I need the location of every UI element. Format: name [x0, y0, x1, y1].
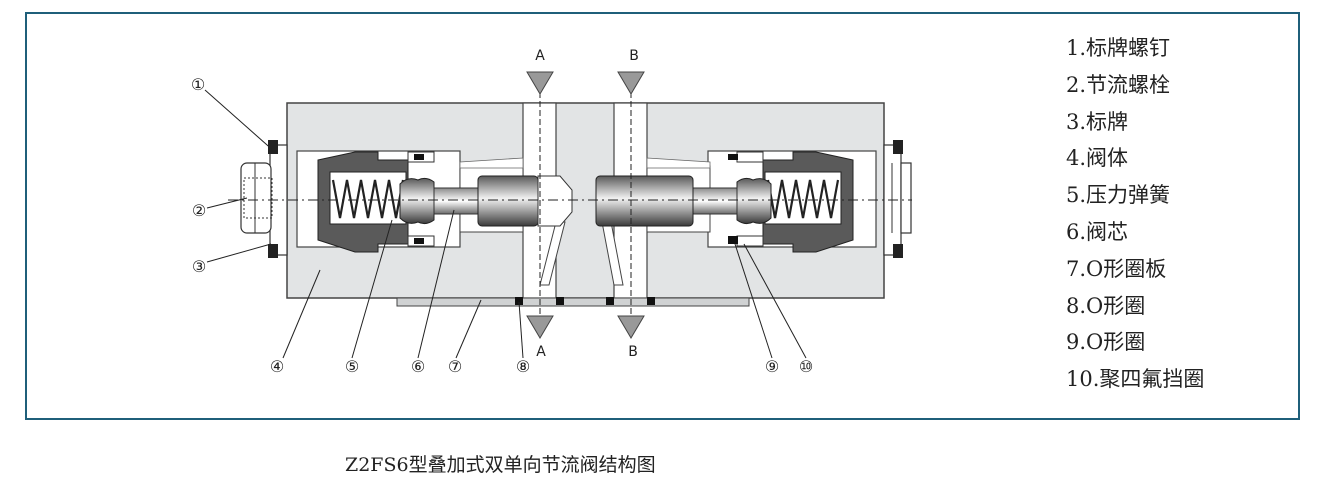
port-b-top-label: B: [629, 48, 639, 64]
port-b-bottom-arrow: [617, 315, 645, 339]
callout-10: ⑩: [799, 357, 813, 376]
diagram-caption: Z2FS6型叠加式双单向节流阀结构图: [345, 454, 656, 476]
port-a-bottom-label: A: [536, 344, 546, 360]
port-a-top-label: A: [535, 48, 545, 64]
callout-7: ⑦: [448, 357, 462, 376]
o-ring-plate: [396, 297, 750, 307]
legend-item: 10.聚四氟挡圈: [1066, 367, 1205, 392]
legend-item: 4.阀体: [1066, 146, 1129, 171]
port-a-bottom-arrow: [526, 315, 554, 339]
legend-item: 7.O形圈板: [1066, 256, 1167, 281]
callout-2: ②: [192, 201, 206, 220]
right-spring: [766, 179, 840, 219]
callout-8: ⑧: [516, 357, 530, 376]
callout-5: ⑤: [345, 357, 359, 376]
legend-item: 6.阀芯: [1066, 219, 1129, 244]
port-a-top-arrow: [526, 71, 554, 95]
left-spring: [331, 179, 405, 219]
legend-item: 1.标牌螺钉: [1066, 36, 1171, 60]
leader-lines: [204, 89, 807, 359]
callout-6: ⑥: [411, 357, 425, 376]
legend-item: 5.压力弹簧: [1066, 183, 1171, 208]
right-plug: [883, 140, 912, 258]
left-spool: [399, 175, 573, 227]
callout-4: ④: [270, 357, 284, 376]
left-plug: [240, 140, 288, 258]
legend-item: 2.节流螺栓: [1066, 72, 1171, 97]
legend-item: 3.标牌: [1066, 109, 1129, 134]
port-b-bottom-label: B: [628, 344, 638, 360]
legend-item: 9.O形圈: [1066, 330, 1146, 355]
callout-1: ①: [191, 75, 205, 94]
callout-9: ⑨: [765, 357, 779, 376]
legend-item: 8.O形圈: [1066, 293, 1146, 318]
parts-legend: 1.标牌螺钉 2.节流螺栓 3.标牌 4.阀体 5.压力弹簧 6.阀芯 7.O形…: [1066, 30, 1204, 398]
right-spool: [595, 175, 772, 227]
port-b-top-arrow: [617, 71, 645, 95]
port-arrows: [526, 71, 645, 339]
callout-3: ③: [192, 257, 206, 276]
